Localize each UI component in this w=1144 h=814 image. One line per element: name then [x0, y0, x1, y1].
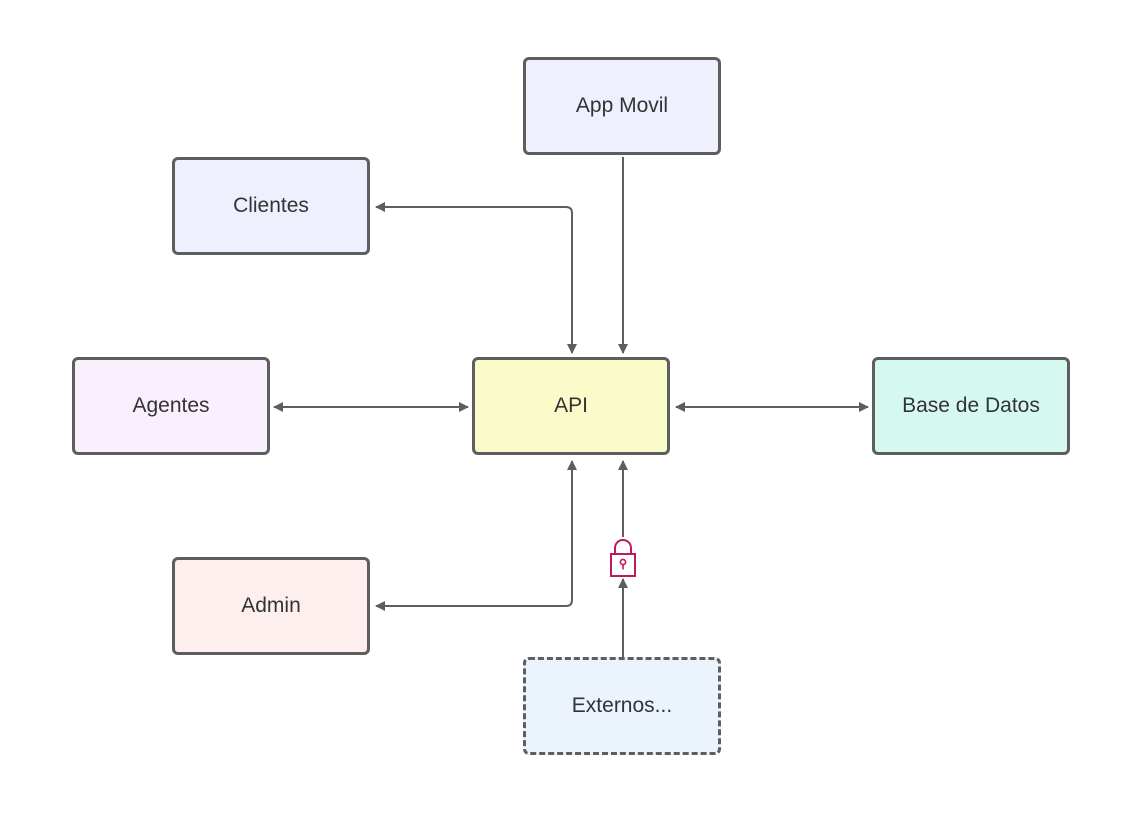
- node-api-label: API: [554, 394, 588, 417]
- node-agentes[interactable]: Agentes: [72, 357, 270, 455]
- connector-clientes-api: [375, 202, 577, 354]
- connector-api-admin: [375, 460, 577, 611]
- node-admin-label: Admin: [241, 594, 301, 617]
- node-api[interactable]: API: [472, 357, 670, 455]
- node-base-de-datos-label: Base de Datos: [902, 394, 1040, 417]
- node-externos[interactable]: Externos...: [523, 657, 721, 755]
- node-app-movil-label: App Movil: [575, 94, 669, 117]
- node-clientes[interactable]: Clientes: [172, 157, 370, 255]
- node-base-de-datos[interactable]: Base de Datos: [872, 357, 1070, 455]
- node-clientes-label: Clientes: [233, 194, 309, 217]
- lock-icon: [610, 539, 636, 577]
- node-admin[interactable]: Admin: [172, 557, 370, 655]
- node-agentes-label: Agentes: [132, 394, 210, 417]
- node-app-movil[interactable]: App Movil: [523, 57, 721, 155]
- node-externos-label: Externos...: [571, 694, 673, 717]
